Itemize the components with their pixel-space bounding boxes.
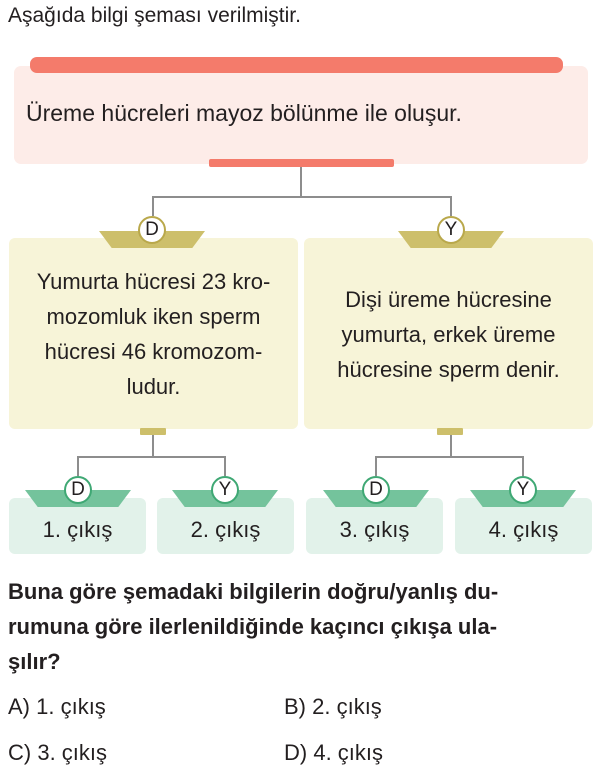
connector-to-output-3 bbox=[375, 456, 377, 476]
connector-to-right bbox=[450, 196, 452, 216]
branch-left-connector-tab bbox=[140, 428, 166, 435]
connector-to-output-4 bbox=[522, 456, 524, 476]
option-b[interactable]: B) 2. çıkış bbox=[284, 694, 382, 720]
option-c-letter: C) bbox=[8, 740, 32, 765]
intro-text: Aşağıda bilgi şeması verilmiştir. bbox=[8, 4, 301, 27]
output-4-badge: Y bbox=[509, 476, 537, 504]
output-3-box bbox=[306, 498, 443, 554]
connector-left-horizontal bbox=[77, 456, 226, 458]
output-1-box bbox=[9, 498, 146, 554]
output-3-badge: D bbox=[362, 476, 390, 504]
connector-right-horizontal bbox=[375, 456, 524, 458]
option-a-text: 1. çıkış bbox=[36, 694, 106, 719]
question-text: Buna göre şemadaki bilgilerin doğru/yanl… bbox=[8, 579, 499, 674]
branch-left-text: Yumurta hücresi 23 kro- mozomluk iken sp… bbox=[36, 269, 271, 399]
root-connector-tab bbox=[209, 159, 394, 167]
option-a-letter: A) bbox=[8, 694, 30, 719]
connector-to-output-1 bbox=[77, 456, 79, 476]
option-d-letter: D) bbox=[284, 740, 308, 765]
output-2-label: 2. çıkış bbox=[190, 517, 261, 542]
option-d-text: 4. çıkış bbox=[313, 740, 384, 765]
connector-to-left bbox=[152, 196, 154, 216]
output-1-label: 1. çıkış bbox=[42, 517, 113, 542]
option-c-text: 3. çıkış bbox=[37, 740, 108, 765]
connector-to-output-2 bbox=[224, 456, 226, 476]
option-a[interactable]: A) 1. çıkış bbox=[8, 694, 106, 720]
branch-left-box bbox=[9, 238, 298, 429]
option-b-letter: B) bbox=[284, 694, 306, 719]
root-node bbox=[14, 66, 588, 164]
branch-right-text: Dişi üreme hücresine yumurta, erkek ürem… bbox=[337, 287, 560, 382]
root-node-text: Üreme hücreleri mayoz bölünme ile oluşur… bbox=[26, 100, 462, 126]
connector-right-vertical bbox=[450, 435, 452, 457]
connector-left-vertical bbox=[152, 435, 154, 457]
branch-right-box bbox=[304, 238, 593, 429]
option-d[interactable]: D) 4. çıkış bbox=[284, 740, 383, 766]
output-2-badge: Y bbox=[211, 476, 239, 504]
output-2-box bbox=[157, 498, 294, 554]
branch-right-badge: Y bbox=[437, 216, 465, 244]
branch-left-badge: D bbox=[138, 216, 166, 244]
output-4-box bbox=[455, 498, 592, 554]
root-header-bar bbox=[30, 57, 563, 73]
output-1-badge: D bbox=[64, 476, 92, 504]
branch-right-connector-tab bbox=[437, 428, 463, 435]
option-c[interactable]: C) 3. çıkış bbox=[8, 740, 107, 766]
connector-root-vertical bbox=[300, 167, 302, 197]
option-b-text: 2. çıkış bbox=[312, 694, 382, 719]
connector-root-horizontal bbox=[152, 196, 452, 198]
output-3-label: 3. çıkış bbox=[339, 517, 410, 542]
output-4-label: 4. çıkış bbox=[488, 517, 559, 542]
